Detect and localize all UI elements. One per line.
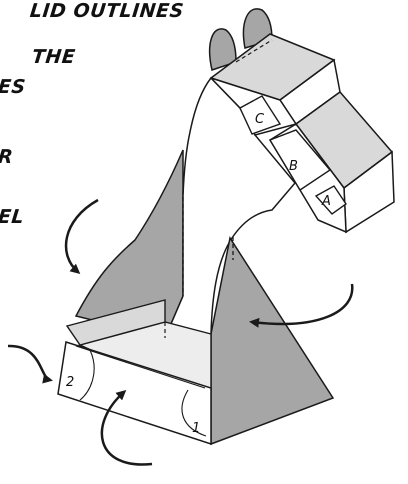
tab-c bbox=[239, 95, 282, 135]
tab-c-label: C bbox=[255, 112, 265, 127]
arrow-left-panel bbox=[64, 198, 99, 274]
tab-a-label: A bbox=[321, 194, 331, 209]
base-front-panel bbox=[57, 341, 212, 446]
tab-a bbox=[314, 185, 347, 215]
flap-2-label: 2 bbox=[66, 375, 74, 390]
ear-left bbox=[208, 28, 237, 71]
arrow-flap-1 bbox=[100, 390, 153, 466]
tab-b-label: B bbox=[289, 159, 298, 174]
left-gray-panel bbox=[74, 149, 184, 339]
flap-1-label: 1 bbox=[192, 421, 200, 436]
arrow-flap-2 bbox=[7, 344, 53, 384]
arrow-right-panel bbox=[249, 283, 354, 328]
base-left-wall bbox=[65, 299, 166, 346]
right-gray-panel bbox=[210, 236, 335, 446]
